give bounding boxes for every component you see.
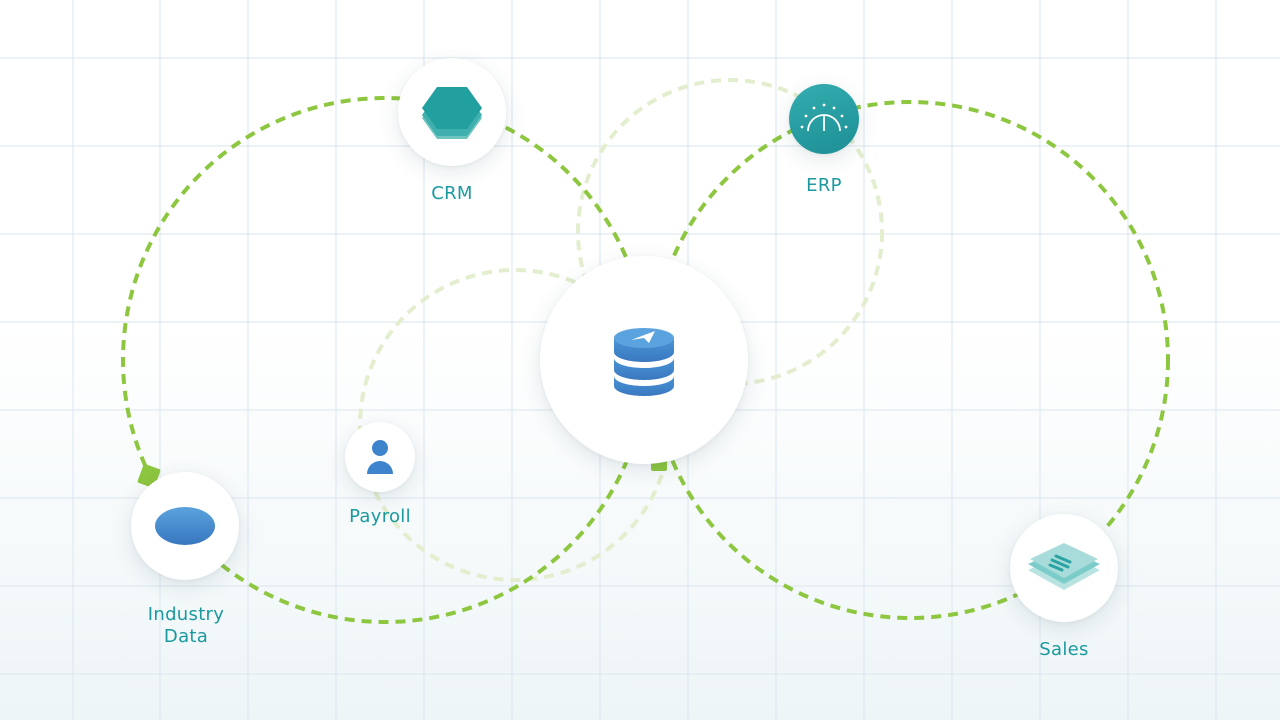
gauge-icon	[800, 103, 848, 132]
industry-data-node[interactable]	[131, 472, 239, 580]
database-icon	[614, 328, 674, 396]
stacked-card-icon	[1028, 543, 1100, 590]
industry-data-label: Industry Data	[126, 604, 246, 648]
person-icon	[367, 440, 393, 474]
payroll-node[interactable]	[345, 422, 415, 492]
layered-hexagon-icon	[422, 87, 482, 139]
erp-node[interactable]	[789, 84, 859, 154]
payroll-label: Payroll	[349, 506, 411, 527]
erp-label: ERP	[806, 175, 842, 196]
sales-node[interactable]	[1010, 514, 1118, 622]
loop-erp-sales	[650, 100, 1170, 620]
disk-icon	[155, 507, 215, 545]
industry-data-label-line1: Industry	[147, 604, 225, 625]
crm-label: CRM	[431, 183, 473, 204]
sales-label: Sales	[1039, 639, 1089, 660]
industry-data-label-line2: Data	[163, 626, 209, 647]
crm-node[interactable]	[398, 58, 506, 166]
central-hub-node[interactable]	[540, 256, 748, 464]
